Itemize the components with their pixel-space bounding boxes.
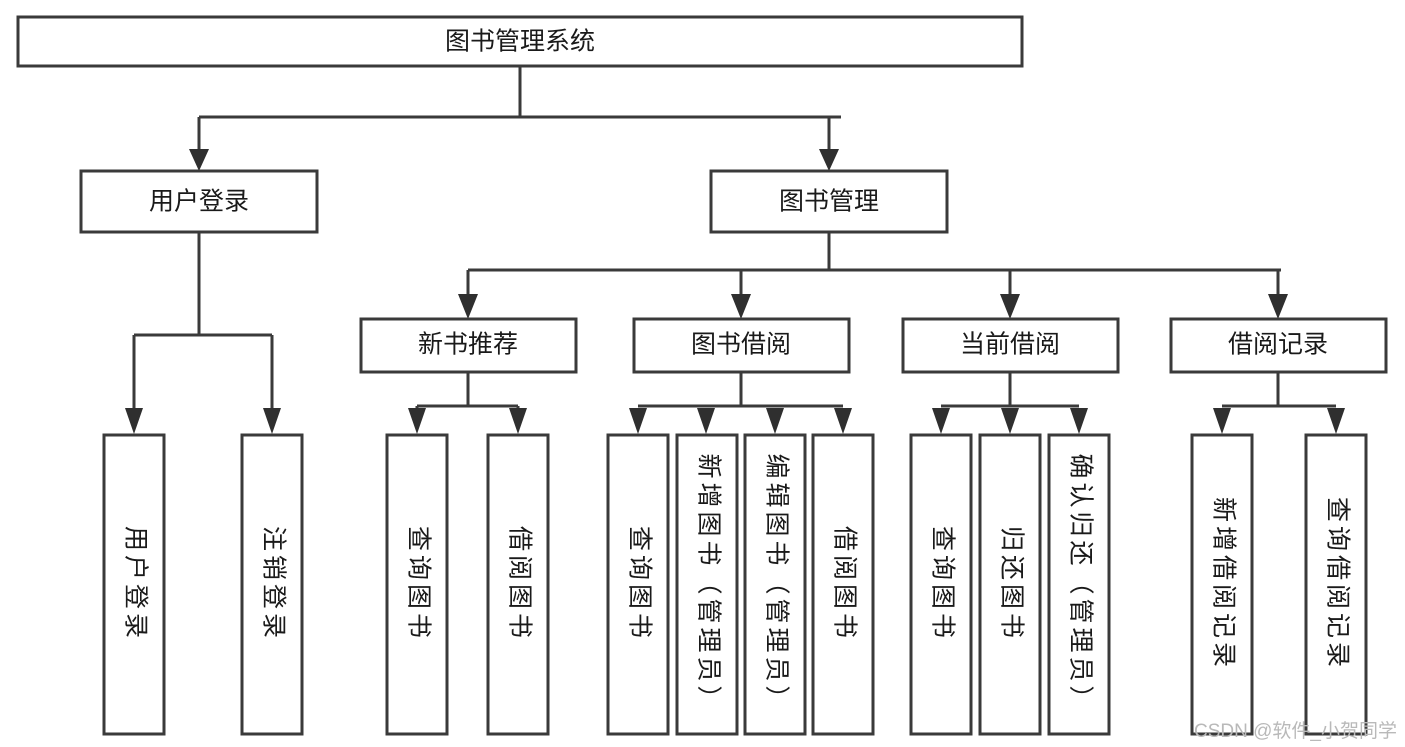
arrow-head-leaf-query-book-3 xyxy=(932,408,950,434)
arrow-head-leaf-confirm-return xyxy=(1070,408,1088,434)
node-leaf-query-book-3[interactable]: 查询图书 xyxy=(909,433,973,736)
connector-borrowrecord-to-leaves xyxy=(1213,372,1345,434)
node-user-login[interactable]: 用户登录 xyxy=(79,169,319,234)
node-leaf-borrow-book-2-label: 借阅图书 xyxy=(830,526,858,642)
node-leaf-query-book-1-box[interactable] xyxy=(385,433,449,736)
node-leaf-edit-book-box[interactable] xyxy=(743,433,807,736)
node-leaf-user-logout-box[interactable] xyxy=(240,433,304,736)
arrow-head-leaf-edit-book xyxy=(766,408,784,434)
node-root[interactable]: 图书管理系统 xyxy=(16,15,1024,68)
node-leaf-query-book-2-label: 查询图书 xyxy=(625,526,653,642)
arrow-head-leaf-borrow-book-1 xyxy=(509,408,527,434)
node-leaf-query-record-box[interactable] xyxy=(1304,433,1368,736)
node-root-box[interactable] xyxy=(16,15,1024,68)
node-leaf-add-book-label: 新增图书（管理员） xyxy=(694,453,722,714)
node-leaf-add-record-box[interactable] xyxy=(1190,433,1254,736)
node-leaf-user-logout[interactable]: 注销登录 xyxy=(240,433,304,736)
node-root-label: 图书管理系统 xyxy=(445,28,595,56)
node-leaf-borrow-book-1-label: 借阅图书 xyxy=(505,526,533,642)
node-leaf-edit-book-label: 编辑图书（管理员） xyxy=(762,453,790,714)
arrow-head-user-login xyxy=(189,149,209,171)
node-book-management-label: 图书管理 xyxy=(779,188,879,216)
arrow-head-leaf-user-logout xyxy=(263,408,281,434)
arrow-head-new-book-recommend xyxy=(458,294,478,319)
node-book-management[interactable]: 图书管理 xyxy=(709,169,949,234)
node-leaf-query-book-3-label: 查询图书 xyxy=(928,526,956,642)
node-current-borrow-box[interactable] xyxy=(901,317,1120,374)
node-current-borrow-label: 当前借阅 xyxy=(960,331,1060,359)
arrow-head-current-borrow xyxy=(1000,294,1020,319)
node-leaf-query-book-1-label: 查询图书 xyxy=(404,526,432,642)
node-book-management-box[interactable] xyxy=(709,169,949,234)
node-leaf-query-book-3-box[interactable] xyxy=(909,433,973,736)
node-leaf-return-book[interactable]: 归还图书 xyxy=(978,433,1042,736)
node-leaf-add-record-label: 新增借阅记录 xyxy=(1209,497,1237,671)
arrow-head-leaf-borrow-book-2 xyxy=(834,408,852,434)
node-leaf-confirm-return[interactable]: 确认归还（管理员） xyxy=(1047,433,1111,736)
connector-newbook-to-leaves xyxy=(408,372,527,434)
connector-bookmgmt-to-level3 xyxy=(458,232,1288,319)
node-leaf-user-login-label: 用户登录 xyxy=(121,526,149,642)
arrow-head-leaf-add-record xyxy=(1213,408,1231,434)
arrow-head-borrow-record xyxy=(1268,294,1288,319)
node-book-borrow-label: 图书借阅 xyxy=(691,331,791,359)
node-leaf-borrow-book-2-box[interactable] xyxy=(811,433,875,736)
node-leaf-query-book-2-box[interactable] xyxy=(606,433,670,736)
connector-userlogin-to-leaves xyxy=(125,232,281,434)
arrow-head-leaf-query-record xyxy=(1327,408,1345,434)
arrow-head-leaf-add-book xyxy=(697,408,715,434)
node-leaf-edit-book[interactable]: 编辑图书（管理员） xyxy=(743,433,807,736)
node-current-borrow[interactable]: 当前借阅 xyxy=(901,317,1120,374)
node-leaf-return-book-box[interactable] xyxy=(978,433,1042,736)
node-leaf-add-book-box[interactable] xyxy=(675,433,739,736)
node-leaf-query-record-label: 查询借阅记录 xyxy=(1323,497,1351,671)
node-leaf-confirm-return-label: 确认归还（管理员） xyxy=(1066,453,1094,714)
arrow-head-leaf-query-book-2 xyxy=(629,408,647,434)
node-leaf-borrow-book-1-box[interactable] xyxy=(486,433,550,736)
node-new-book-recommend[interactable]: 新书推荐 xyxy=(359,317,578,374)
node-new-book-recommend-label: 新书推荐 xyxy=(418,331,518,359)
arrow-head-leaf-return-book xyxy=(1001,408,1019,434)
csdn-watermark: CSDN @软件_小贺同学 xyxy=(1194,721,1397,742)
node-borrow-record[interactable]: 借阅记录 xyxy=(1169,317,1388,374)
arrow-head-leaf-query-book-1 xyxy=(408,408,426,434)
node-leaf-confirm-return-box[interactable] xyxy=(1047,433,1111,736)
node-leaf-query-book-1[interactable]: 查询图书 xyxy=(385,433,449,736)
node-leaf-add-book[interactable]: 新增图书（管理员） xyxy=(675,433,739,736)
arrow-head-book-management xyxy=(819,149,839,171)
node-user-login-label: 用户登录 xyxy=(149,188,249,216)
node-leaf-borrow-book-2[interactable]: 借阅图书 xyxy=(811,433,875,736)
node-new-book-recommend-box[interactable] xyxy=(359,317,578,374)
node-leaf-query-book-2[interactable]: 查询图书 xyxy=(606,433,670,736)
node-leaf-add-record[interactable]: 新增借阅记录 xyxy=(1190,433,1254,736)
node-leaf-return-book-label: 归还图书 xyxy=(997,526,1025,642)
node-user-login-box[interactable] xyxy=(79,169,319,234)
arrow-head-book-borrow xyxy=(731,294,751,319)
node-book-borrow[interactable]: 图书借阅 xyxy=(632,317,851,374)
node-leaf-query-record[interactable]: 查询借阅记录 xyxy=(1304,433,1368,736)
node-borrow-record-box[interactable] xyxy=(1169,317,1388,374)
connector-root-to-level2 xyxy=(189,66,841,171)
node-book-borrow-box[interactable] xyxy=(632,317,851,374)
connector-bookborrow-to-leaves xyxy=(629,372,852,434)
arrow-head-leaf-user-login xyxy=(125,408,143,434)
node-borrow-record-label: 借阅记录 xyxy=(1228,331,1328,359)
node-leaf-borrow-book-1[interactable]: 借阅图书 xyxy=(486,433,550,736)
connector-currentborrow-to-leaves xyxy=(932,372,1088,434)
node-leaf-user-login[interactable]: 用户登录 xyxy=(102,433,166,736)
node-leaf-user-logout-label: 注销登录 xyxy=(259,526,287,642)
node-leaf-user-login-box[interactable] xyxy=(102,433,166,736)
